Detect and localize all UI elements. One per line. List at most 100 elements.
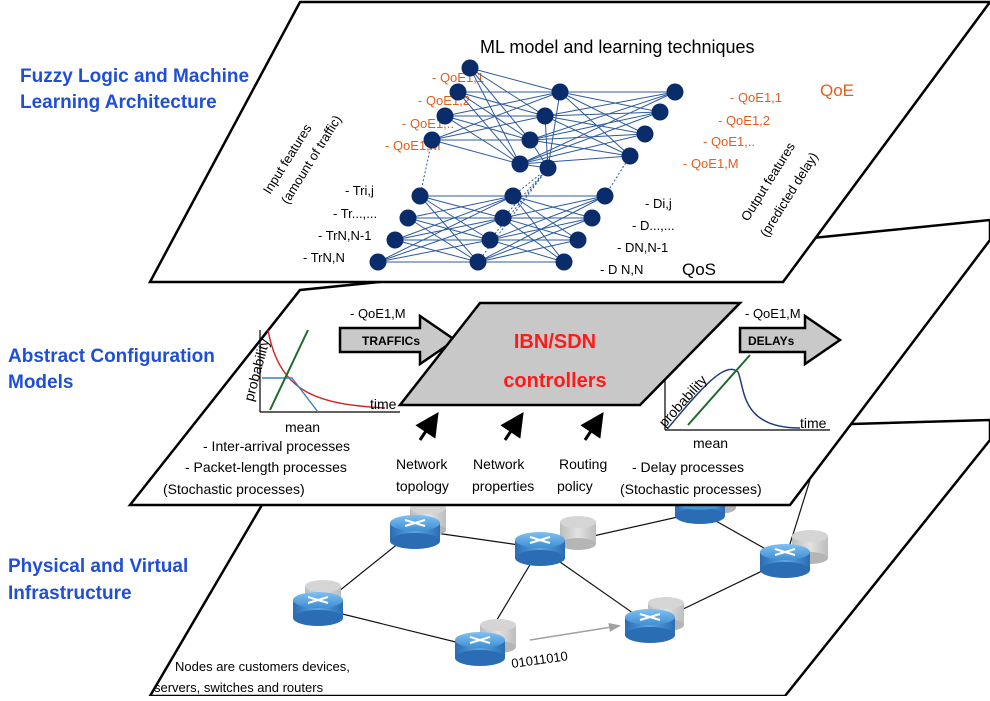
nn-edge — [477, 195, 606, 263]
traffic-arrow: TRAFFICs — [338, 313, 458, 367]
nn-edge — [489, 195, 606, 241]
nn-node — [461, 59, 479, 77]
qoe-output-1: - QoE1,1 — [730, 90, 782, 105]
nn-edge — [419, 139, 433, 197]
nn-node — [539, 159, 557, 177]
traffic-arrow-label: TRAFFICs — [362, 334, 420, 348]
delay-arrow-label: DELAYs — [748, 334, 795, 348]
nn-edge — [559, 91, 631, 157]
nn-node — [521, 131, 539, 149]
nn-node — [369, 253, 387, 271]
layer-title-config-line-1: Abstract Configuration — [8, 346, 215, 367]
nn-edge — [544, 91, 676, 117]
nn-node — [436, 107, 454, 125]
nn-edge — [559, 91, 646, 135]
neural-network-nodes — [369, 59, 684, 271]
traffic-flow-arrow — [529, 622, 621, 641]
nn-edge — [519, 133, 646, 165]
nn-edge — [502, 195, 606, 219]
nn-node — [636, 125, 654, 143]
nn-edge — [512, 195, 565, 263]
nn-edge — [547, 91, 561, 169]
delay-output-4: - D N,N — [600, 262, 643, 277]
layer-title-infra-line-1: Physical and Virtual — [8, 556, 188, 577]
nn-node — [621, 147, 639, 165]
qoe-left-label: - QoE1,M — [350, 306, 406, 321]
nn-edge — [477, 217, 593, 263]
input-network-properties-2: properties — [472, 478, 534, 494]
nn-edge — [544, 111, 661, 117]
right-plot-xlabel: time — [800, 415, 827, 431]
nn-node — [596, 187, 614, 205]
layer-title-ml-line-1: Fuzzy Logic and Machine — [20, 66, 249, 87]
layer-title-config-line-2: Models — [8, 372, 73, 393]
nn-edge — [431, 139, 521, 165]
nn-node — [569, 231, 587, 249]
delay-output-3: - DN,N-1 — [617, 240, 668, 255]
nn-node — [504, 187, 522, 205]
nn-edge — [394, 195, 514, 241]
right-plot-mean: mean — [693, 435, 728, 451]
nn-edge — [489, 167, 549, 241]
infra-note-line-2: servers, switches and routers — [154, 680, 324, 695]
nn-node — [399, 209, 417, 227]
nn-node — [536, 107, 554, 125]
router-node — [515, 516, 596, 566]
input-routing-policy-1: Routing — [559, 456, 607, 472]
delay-output-2: - D...,... — [632, 218, 675, 233]
traffic-input-3: - TrN,N-1 — [318, 228, 371, 243]
router-node — [625, 597, 684, 643]
input-routing-policy-2: policy — [557, 478, 593, 494]
left-plot-xlabel: time — [370, 396, 397, 412]
input-network-topology-1: Network — [396, 456, 448, 472]
infra-note-line-1: Nodes are customers devices, — [175, 659, 350, 674]
nn-edge — [477, 167, 549, 263]
nn-node — [651, 103, 669, 121]
right-process-2: (Stochastic processes) — [620, 481, 762, 497]
nn-edge — [544, 115, 549, 169]
nn-node — [666, 83, 684, 101]
ml-heading: ML model and learning techniques — [480, 37, 755, 57]
router-node — [455, 619, 516, 666]
neural-network-edges — [377, 67, 676, 263]
nn-edge — [444, 91, 561, 117]
sdn-controllers: IBN/SDN controllers — [397, 301, 743, 407]
nn-node — [423, 131, 441, 149]
qos-label: QoS — [682, 260, 716, 279]
nn-edge — [502, 167, 549, 219]
qoe-label: QoE — [820, 81, 854, 100]
nn-node — [469, 253, 487, 271]
traffic-input-1: - Tri,j — [345, 183, 374, 198]
left-probability-plot: probability time mean — [240, 329, 400, 435]
nn-node — [555, 253, 573, 271]
nn-node — [583, 209, 601, 227]
delay-output-1: - Di,j — [645, 196, 672, 211]
nn-edge — [529, 111, 661, 141]
left-plot-mean: mean — [285, 419, 320, 435]
nn-edge — [377, 195, 514, 263]
right-process-1: - Delay processes — [632, 459, 744, 475]
nn-edge — [431, 91, 561, 141]
controller-input-arrows — [415, 412, 604, 441]
nn-edge — [469, 67, 561, 93]
qoe-output-3: - QoE1,.. — [703, 134, 755, 149]
traffic-input-4: - TrN,N — [303, 250, 345, 265]
router-node — [760, 530, 828, 578]
left-process-1: - Inter-arrival processes — [203, 438, 350, 454]
nn-edge — [519, 155, 631, 165]
traffic-input-2: - Tr...,... — [333, 206, 377, 221]
nn-node — [411, 187, 429, 205]
nn-node — [551, 83, 569, 101]
nn-node — [449, 83, 467, 101]
left-process-3: (Stochastic processes) — [163, 481, 305, 497]
nn-edge — [544, 115, 646, 135]
qoe-output-2: - QoE1,2 — [718, 113, 770, 128]
router-node — [293, 580, 343, 626]
controller-line-1: IBN/SDN — [514, 331, 596, 353]
ml-plane — [147, 0, 990, 284]
nn-node — [511, 155, 529, 173]
nn-edge — [377, 217, 504, 263]
input-network-topology-2: topology — [396, 478, 449, 494]
nn-edge — [529, 133, 646, 141]
